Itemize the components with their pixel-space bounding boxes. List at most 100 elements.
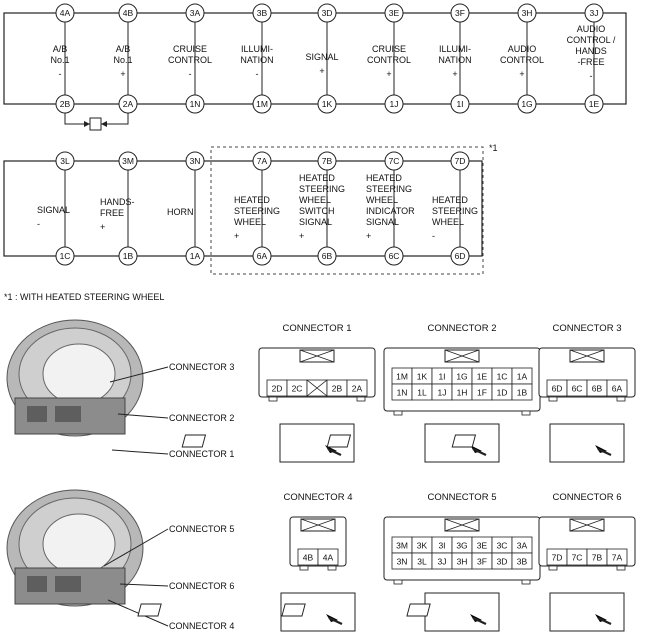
- photo-label: CONNECTOR 3: [169, 362, 234, 372]
- terminal-label: 6B: [592, 384, 603, 394]
- circuit1-label: CONTROL: [500, 55, 544, 65]
- pin-label: 7A: [257, 156, 268, 166]
- pin-label: 1N: [190, 99, 201, 109]
- photo-label: CONNECTOR 1: [169, 449, 234, 459]
- pin-label: 7B: [322, 156, 333, 166]
- terminal-cell: [346, 379, 368, 397]
- terminal-label: 3M: [396, 541, 408, 551]
- clock-spring-bottom-photo: [6, 489, 144, 607]
- terminal-cell: [606, 548, 628, 566]
- footnote: *1 : WITH HEATED STEERING WHEEL: [4, 292, 164, 302]
- connector-title: CONNECTOR 5: [428, 492, 497, 503]
- terminal-label: 1K: [417, 372, 428, 382]
- terminal-label: 2C: [292, 384, 303, 394]
- circuit1-label: AUDIO: [577, 24, 606, 34]
- terminal-label: 1A: [517, 372, 528, 382]
- circuit1-label: -: [256, 69, 259, 79]
- circuit1-label: -: [189, 69, 192, 79]
- circuit1-label: NATION: [438, 55, 471, 65]
- housing-foot: [356, 396, 366, 402]
- circuit2-label: WHEEL: [432, 217, 464, 227]
- leader-line: [103, 528, 169, 567]
- leader-line: [119, 583, 169, 587]
- connector-port: [55, 576, 81, 592]
- center-hole: [42, 343, 116, 405]
- resistor-wire: [101, 113, 129, 125]
- pin-label: 1E: [589, 99, 600, 109]
- housing-foot: [521, 410, 531, 416]
- terminal-label: 1I: [438, 372, 445, 382]
- connector-title: CONNECTOR 1: [283, 323, 352, 334]
- circuit2-label: INDICATOR: [366, 206, 415, 216]
- circuit2-label: +: [234, 231, 239, 241]
- pin-label: 1A: [190, 251, 201, 261]
- plug-icon: [406, 592, 625, 632]
- housing-foot: [299, 565, 309, 571]
- circuit1-label: NATION: [240, 55, 273, 65]
- terminal-label: 3J: [438, 557, 447, 567]
- terminal-label: 6A: [612, 384, 623, 394]
- box-note: *1: [489, 143, 498, 153]
- pin-label: 2A: [123, 99, 134, 109]
- terminal-label: 3L: [417, 557, 427, 567]
- circuit1-label: CONTROL /: [567, 35, 616, 45]
- plug-body: [326, 434, 352, 448]
- terminal-label: 3A: [517, 541, 528, 551]
- circuit2-label: +: [100, 222, 105, 232]
- pin-circle: [55, 3, 75, 23]
- pin-circle: [384, 246, 404, 266]
- terminal-label: 1C: [497, 372, 508, 382]
- housing-foot: [616, 565, 626, 571]
- terminal-cell: [317, 548, 339, 566]
- pin-circle: [517, 3, 537, 23]
- terminal-label: 2B: [332, 384, 343, 394]
- empty-terminal: [306, 379, 328, 397]
- pin-circle: [384, 94, 404, 114]
- arrow-icon: [101, 121, 107, 127]
- terminal-label: 1L: [417, 388, 427, 398]
- resistor-wire: [64, 113, 90, 125]
- circuit1-label: +: [452, 69, 457, 79]
- terminal-label: 1D: [497, 388, 508, 398]
- connector-title: CONNECTOR 3: [553, 323, 622, 334]
- circuit1-label: CONTROL: [168, 55, 212, 65]
- pin-circle: [317, 3, 337, 23]
- terminal-label: 3H: [457, 557, 468, 567]
- circuit1-label: A/B: [53, 44, 68, 54]
- pin-label: 1I: [456, 99, 463, 109]
- circuit1-label: No.1: [50, 55, 69, 65]
- pin-label: 6B: [322, 251, 333, 261]
- plug-icon-frame: [549, 592, 625, 632]
- plug-body: [181, 434, 207, 448]
- housing-foot: [393, 410, 403, 416]
- circuit1-label: No.1: [113, 55, 132, 65]
- connector-port: [27, 406, 47, 422]
- terminal-cell: [606, 379, 628, 397]
- arrow-icon: [597, 617, 612, 625]
- arrow-icon: [84, 121, 90, 127]
- pin-circle: [118, 151, 138, 171]
- circuit1-frame: [3, 12, 627, 105]
- pin-circle: [584, 3, 604, 23]
- housing-foot: [521, 579, 531, 585]
- latch-cross: [569, 518, 605, 532]
- arrow-icon: [472, 617, 487, 625]
- circuit2-label: FREE: [100, 208, 124, 218]
- pin-label: 3A: [190, 8, 201, 18]
- circuit1-label: A/B: [116, 44, 131, 54]
- housing-foot: [393, 579, 403, 585]
- housing-foot: [268, 396, 278, 402]
- pin-circle: [252, 151, 272, 171]
- pin-label: 4A: [60, 8, 71, 18]
- leader-line: [107, 599, 169, 627]
- housing-foot: [548, 565, 558, 571]
- latch-cross: [569, 349, 605, 363]
- circuit2-label: -: [432, 231, 435, 241]
- leader-line: [117, 413, 169, 419]
- circuit2-label: STEERING: [366, 184, 412, 194]
- terminal-label: 4B: [303, 553, 314, 563]
- pin-circle: [384, 151, 404, 171]
- photo-label: CONNECTOR 6: [169, 581, 234, 591]
- terminal-label: 1G: [456, 372, 467, 382]
